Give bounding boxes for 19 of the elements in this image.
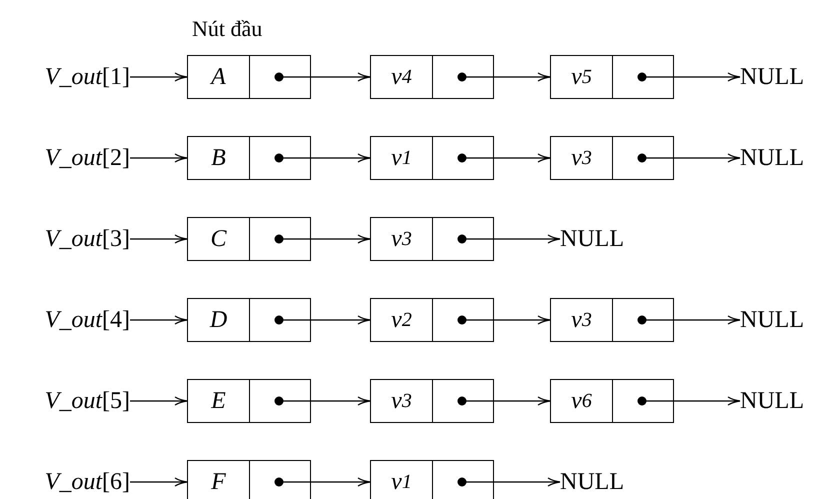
- array-entry-label: V_out[6]: [2, 464, 130, 499]
- array-entry-label: V_out[5]: [2, 383, 130, 419]
- null-label: NULL: [560, 221, 646, 257]
- list-node-box: A: [187, 55, 311, 99]
- null-label: NULL: [560, 464, 646, 499]
- list-node-box: C: [187, 217, 311, 261]
- array-entry-label: V_out[2]: [2, 140, 130, 176]
- list-node-box: F: [187, 460, 311, 499]
- null-label: NULL: [740, 383, 826, 419]
- list-node-box: D: [187, 298, 311, 342]
- array-entry-label: V_out[3]: [2, 221, 130, 257]
- null-label: NULL: [740, 140, 826, 176]
- column-heading: Nút đầu: [192, 16, 262, 42]
- null-label: NULL: [740, 302, 826, 338]
- null-label: NULL: [740, 59, 826, 95]
- array-entry-label: V_out[1]: [2, 59, 130, 95]
- array-entry-label: V_out[4]: [2, 302, 130, 338]
- list-node-box: E: [187, 379, 311, 423]
- list-node-box: B: [187, 136, 311, 180]
